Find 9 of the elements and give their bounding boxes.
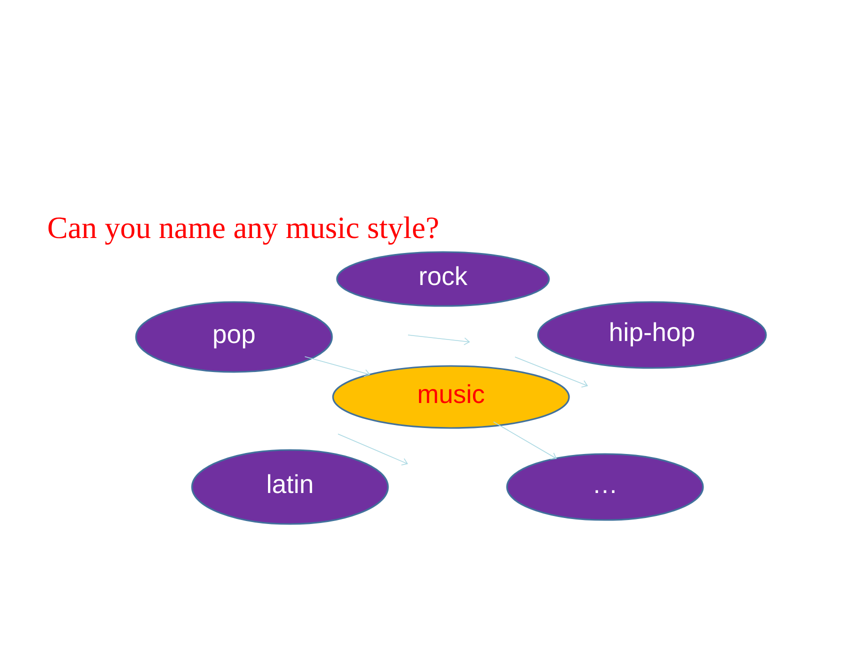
ellipse-node: latin [191, 449, 389, 525]
arrow [493, 421, 557, 460]
ellipse-node: hip-hop [537, 301, 767, 369]
ellipse-node: … [506, 453, 704, 521]
ellipse-node: rock [336, 251, 550, 307]
ellipse-node: pop [135, 301, 333, 373]
arrow [304, 356, 370, 377]
title: Can you name any music style? [48, 216, 438, 245]
ellipse-node: music [332, 365, 570, 429]
